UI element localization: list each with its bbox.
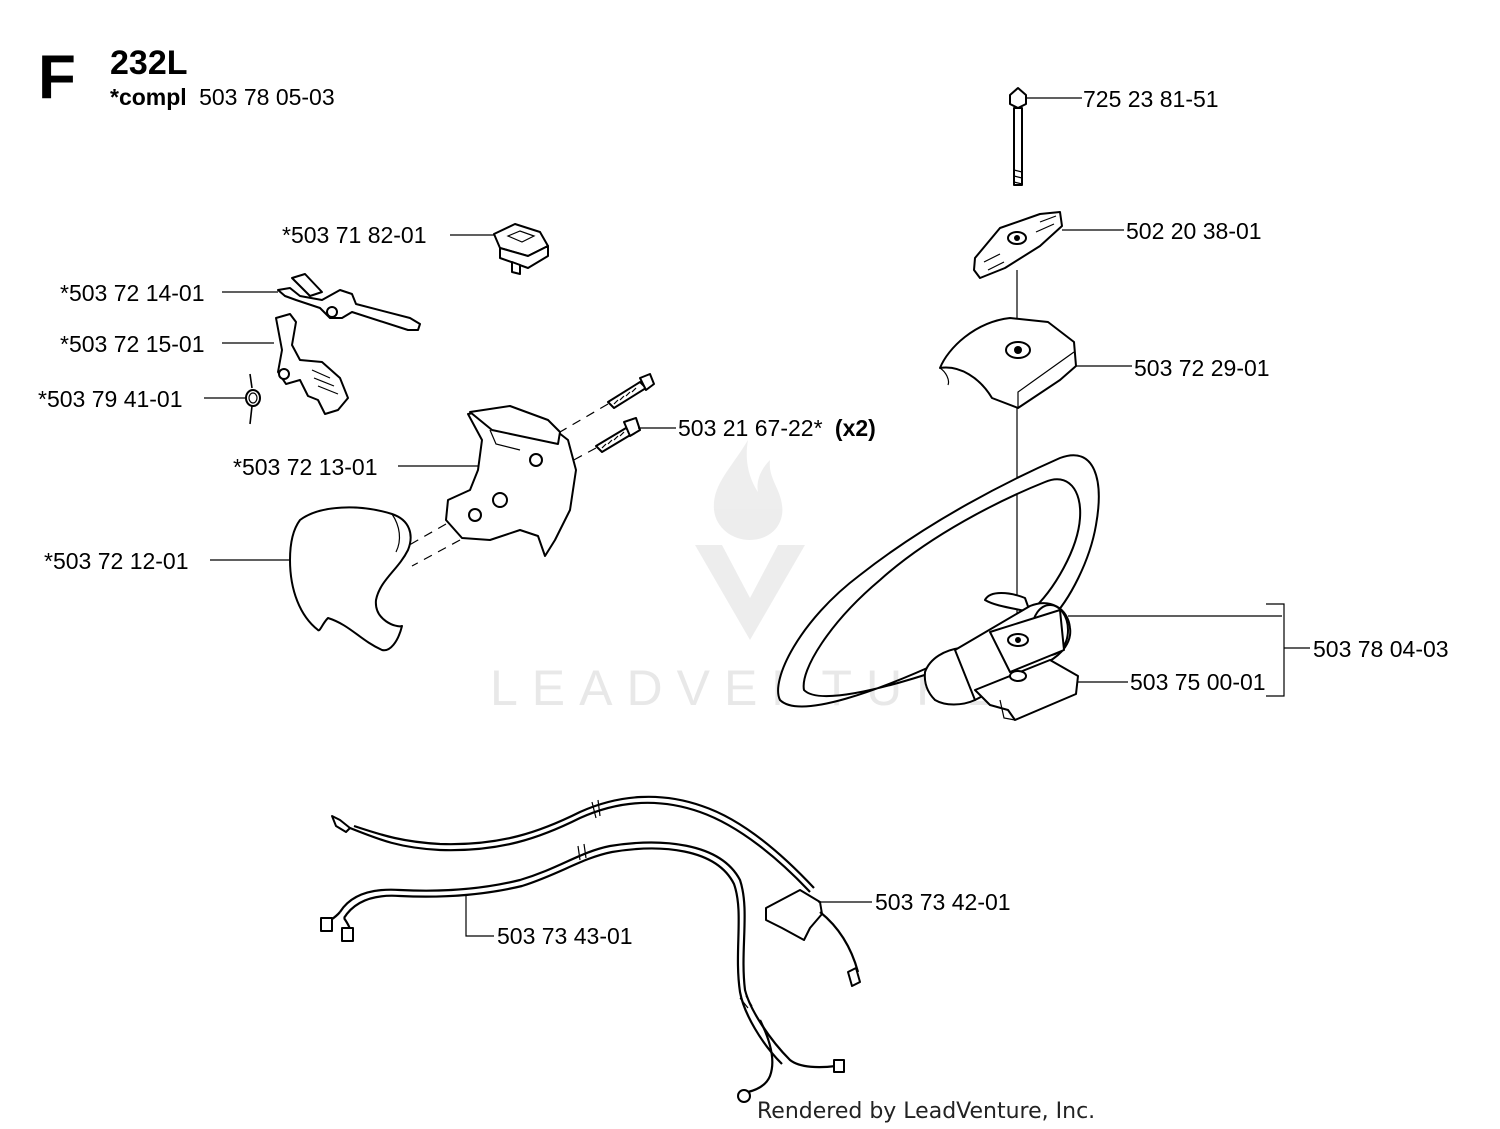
part-number-throttle-lock: *503 72 14-01 [60,280,205,306]
part-bolt-drawing [1009,87,1027,186]
assembly-dash-line [403,523,447,549]
model-title: 232L [110,44,188,82]
part-number-lower-clamp: 503 75 00-01 [1130,669,1266,695]
leader-line [465,896,494,937]
part-number-screws: 503 21 67-22* (x2) [678,415,876,441]
part-number-wire-harness: 503 73 43-01 [497,923,633,949]
part-number-screws-qty: (x2) [835,415,876,441]
part-number-bolt: 725 23 81-51 [1083,86,1219,112]
part-clamp-cap-drawing [939,317,1077,409]
part-number-spring: *503 79 41-01 [38,386,183,412]
part-loop-handle-drawing [777,454,1100,721]
part-number-throttle-trigger: *503 72 15-01 [60,331,205,357]
part-number-clamp-cap: 503 72 29-01 [1134,355,1270,381]
part-screws-drawing [595,373,655,453]
part-number-grip-cover: *503 72 12-01 [44,548,189,574]
assembly-dash-line [569,447,597,463]
watermark-flame-icon [713,440,783,540]
part-number-cable: 503 73 42-01 [875,889,1011,915]
part-number-switch: *503 71 82-01 [282,222,427,248]
part-knob-drawing [973,211,1063,279]
part-number-loop-handle-kit: 503 78 04-03 [1313,636,1449,662]
bracket-line [1266,603,1285,697]
compl-line: *compl 503 78 05-03 [110,84,335,110]
part-number-handle-housing: *503 72 13-01 [233,454,378,480]
part-handle-housing-drawing [445,405,577,557]
part-throttle-lock-drawing [277,273,421,331]
watermark: LEADVENTURE [490,440,1014,716]
section-letter: F [38,43,76,112]
assembly-dash-line [411,539,461,567]
part-spring-drawing [245,373,261,425]
compl-prefix: *compl [110,84,187,110]
part-switch-drawing [493,223,549,275]
watermark-text: LEADVENTURE [490,660,1014,716]
part-grip-cover-drawing [289,506,412,652]
part-throttle-trigger-drawing [275,313,349,415]
assembly-dash-line [559,403,609,433]
part-number-screws-number: 503 21 67-22* [678,415,823,441]
footer-credit: Rendered by LeadVenture, Inc. [757,1099,1095,1124]
part-wire-harness-drawing [320,795,861,1103]
watermark-v-icon [695,545,805,640]
compl-number: 503 78 05-03 [199,84,335,110]
part-number-knob: 502 20 38-01 [1126,218,1262,244]
